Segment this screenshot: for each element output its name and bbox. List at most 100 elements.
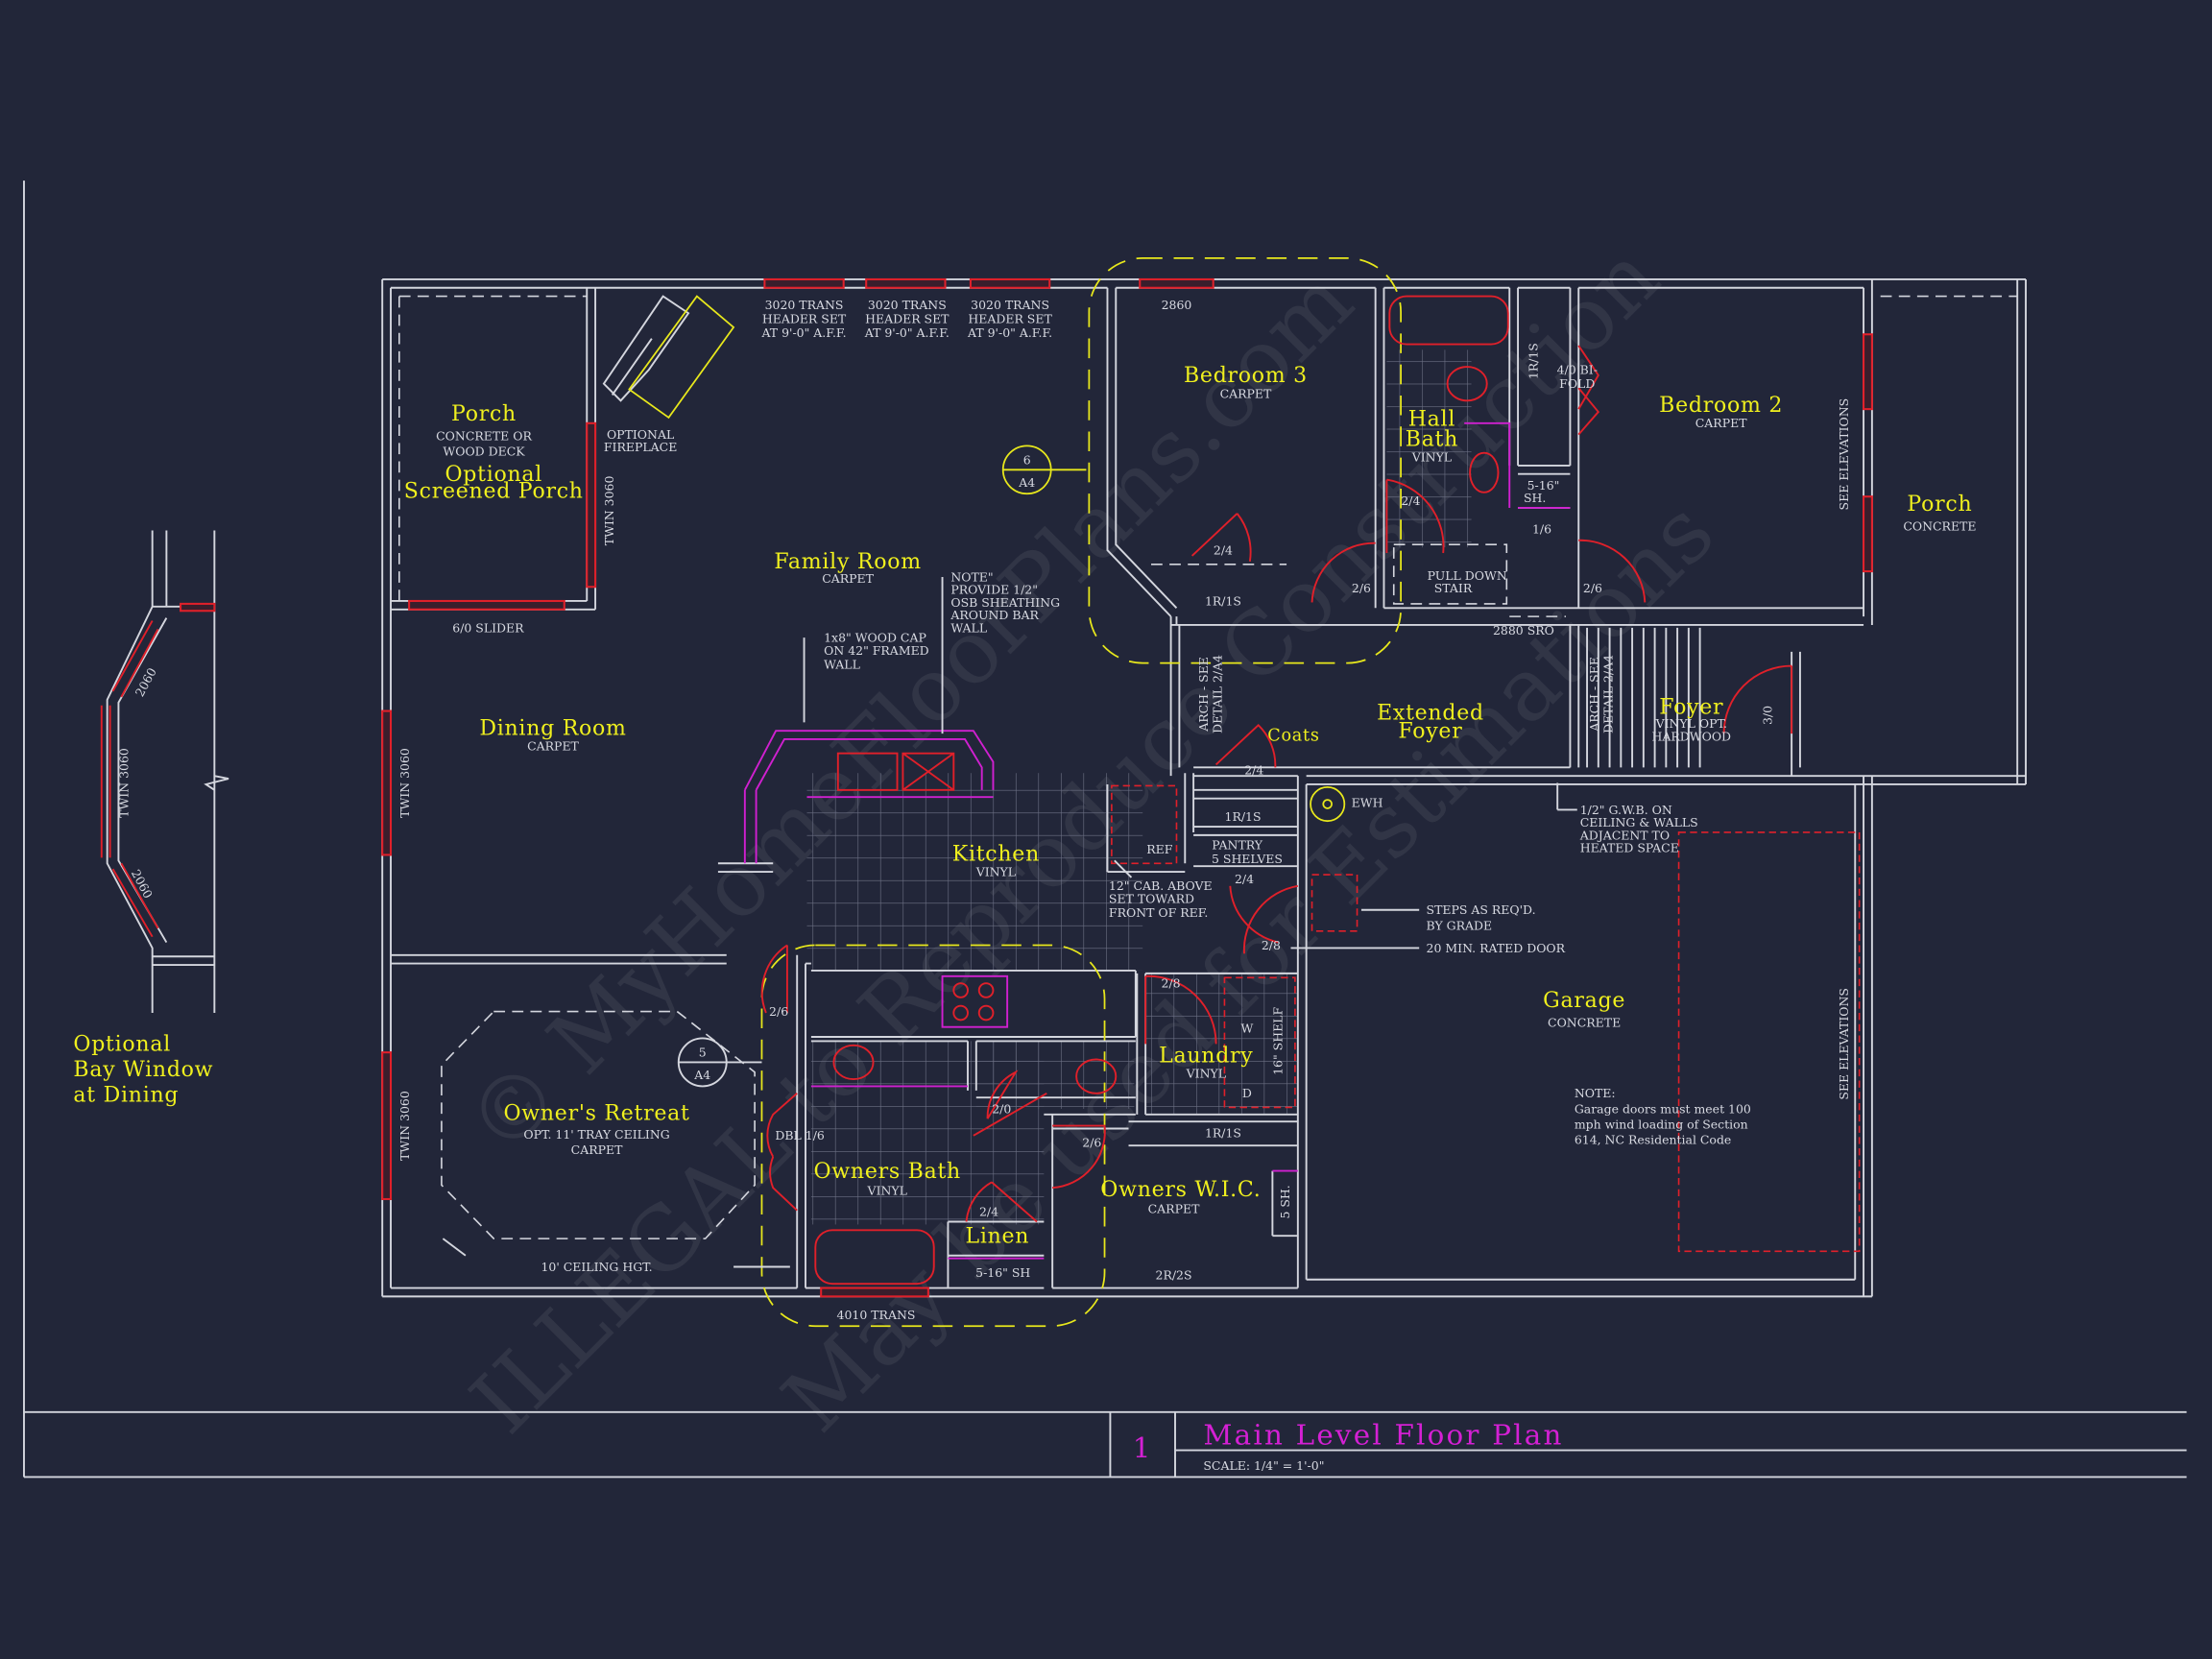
plan-label: 2R/2S <box>1156 1268 1192 1283</box>
plan-label: CARPET <box>822 571 874 586</box>
plan-label: 1R/1S <box>1205 593 1241 608</box>
plan-label: CONCRETE OR <box>436 428 532 443</box>
plan-label: 20 MIN. RATED DOOR <box>1427 941 1566 955</box>
plan-label: Optional <box>445 463 542 487</box>
plan-label: FOLD <box>1559 376 1595 391</box>
plan-label: PULL DOWN <box>1428 568 1507 583</box>
room-porch-right: Porch <box>1907 493 1972 517</box>
drawing-title: Main Level Floor Plan <box>1203 1419 1563 1452</box>
plan-label: WALL <box>950 620 987 635</box>
plan-label: 10' CEILING HGT. <box>541 1260 652 1274</box>
title-block: 1 Main Level Floor Plan SCALE: 1/4" = 1'… <box>1133 1419 1563 1473</box>
plan-label: 5 SH. <box>1278 1185 1292 1218</box>
plan-label: AROUND BAR <box>950 608 1039 622</box>
tile-floors <box>806 349 1472 1225</box>
plan-label: AT 9'-0" A.F.F. <box>864 325 950 340</box>
plan-label: 1/2" G.W.B. ON <box>1580 803 1672 817</box>
plan-label: STAIR <box>1434 581 1473 595</box>
room-garage: Garage <box>1543 989 1625 1013</box>
room-linen: Linen <box>965 1225 1029 1249</box>
plan-label: CARPET <box>527 739 579 754</box>
room-coats: Coats <box>1267 726 1319 745</box>
plan-label: 1R/1S <box>1527 343 1541 379</box>
plan-label: 1x8" WOOD CAP <box>824 631 926 645</box>
plan-label: Screened Porch <box>404 480 584 504</box>
plan-label: 3/0 <box>1761 706 1775 725</box>
plan-label: 2/4 <box>1235 872 1254 886</box>
section-marker-5: 5 A4 <box>677 1037 762 1088</box>
plan-label: 5-16" <box>1527 478 1560 493</box>
plan-label: D <box>1242 1086 1252 1100</box>
plan-label: 614, NC Residential Code <box>1575 1133 1731 1147</box>
plan-label: 16" SHELF <box>1271 1007 1286 1075</box>
plan-label: VINYL <box>867 1184 907 1198</box>
plan-label: CEILING & WALLS <box>1580 815 1698 830</box>
room-hall-bath: Hall <box>1408 408 1455 432</box>
doors <box>760 345 1793 1223</box>
plan-label: 4/0 BI- <box>1557 362 1598 376</box>
plan-label: 3020 TRANS <box>868 298 947 312</box>
plan-label: A4 <box>693 1068 710 1082</box>
room-owners-wic: Owners W.I.C. <box>1100 1178 1261 1202</box>
plan-label: TWIN 3060 <box>397 748 412 818</box>
fixtures <box>602 295 1861 1286</box>
plan-label: Bay Window <box>73 1058 213 1082</box>
plan-label: VINYL <box>1186 1067 1226 1081</box>
plan-label: 2/6 <box>1583 581 1602 595</box>
plan-label: PROVIDE 1/2" <box>950 583 1038 597</box>
plan-label: 2/4 <box>1244 763 1263 778</box>
plan-label: CONCRETE <box>1903 518 1976 533</box>
annotations: OPTIONAL FIREPLACE TWIN 3060 TWIN 3060 T… <box>397 298 1851 1322</box>
plan-label: 3020 TRANS <box>765 298 844 312</box>
plan-label: OPTIONAL <box>607 427 674 442</box>
plan-label: 2/0 <box>992 1101 1011 1116</box>
plan-label: SET TOWARD <box>1109 891 1194 905</box>
plan-label: VINYL <box>975 864 1016 878</box>
plan-label: VINYL <box>1411 449 1452 464</box>
plan-label: W <box>1241 1022 1254 1036</box>
plan-label: AT 9'-0" A.F.F. <box>967 325 1052 340</box>
room-laundry: Laundry <box>1159 1044 1253 1068</box>
plan-label: 2/6 <box>1082 1136 1101 1150</box>
room-family: Family Room <box>774 550 921 574</box>
plan-label: ARCH - SEE <box>1196 657 1211 733</box>
plan-label: ADJACENT TO <box>1579 828 1670 842</box>
plan-label: SH. <box>1524 491 1546 505</box>
plan-label: 6 <box>1023 452 1031 467</box>
plan-label: HEADER SET <box>865 311 950 325</box>
plan-label: 5 <box>699 1046 707 1060</box>
room-owners-bath: Owners Bath <box>814 1160 961 1184</box>
plan-label: DBL 1/6 <box>775 1128 825 1142</box>
room-foyer: Foyer <box>1659 696 1723 720</box>
bay-window-detail <box>100 530 229 1014</box>
plan-label: at Dining <box>73 1084 179 1108</box>
drawing-number: 1 <box>1133 1431 1153 1464</box>
plan-label: FRONT OF REF. <box>1109 905 1208 920</box>
plan-label: TWIN 3060 <box>602 476 616 546</box>
leader-lines <box>803 576 1577 950</box>
plan-label: BY GRADE <box>1427 918 1493 932</box>
room-kitchen: Kitchen <box>952 842 1040 866</box>
plan-label: CARPET <box>571 1142 623 1157</box>
plan-label: CARPET <box>1220 386 1272 400</box>
room-dining: Dining Room <box>479 717 626 741</box>
plan-label: 4010 TRANS <box>837 1308 916 1322</box>
plan-label: 5 SHELVES <box>1212 852 1283 866</box>
plan-label: 2880 SRO <box>1493 623 1554 637</box>
plan-label: 6/0 SLIDER <box>452 620 524 635</box>
plan-label: SEE ELEVATIONS <box>1837 988 1851 1100</box>
plan-label: OSB SHEATHING <box>950 595 1060 610</box>
plan-label: TWIN 3060 <box>397 1091 412 1161</box>
section-marker-6: 6 A4 <box>1001 445 1087 495</box>
ceiling-outlines <box>441 257 1402 1328</box>
room-owners-retreat: Owner's Retreat <box>503 1102 689 1126</box>
plan-label: EWH <box>1352 795 1383 809</box>
plan-label: 2/4 <box>1401 493 1420 508</box>
room-bedroom-2: Bedroom 2 <box>1659 394 1783 418</box>
room-extended-foyer: Extended <box>1377 701 1484 725</box>
plan-label: CARPET <box>1695 416 1747 430</box>
plan-label: STEPS AS REQ'D. <box>1427 902 1536 917</box>
plan-label: HEADER SET <box>968 311 1052 325</box>
sheet-frame <box>23 180 2187 1479</box>
